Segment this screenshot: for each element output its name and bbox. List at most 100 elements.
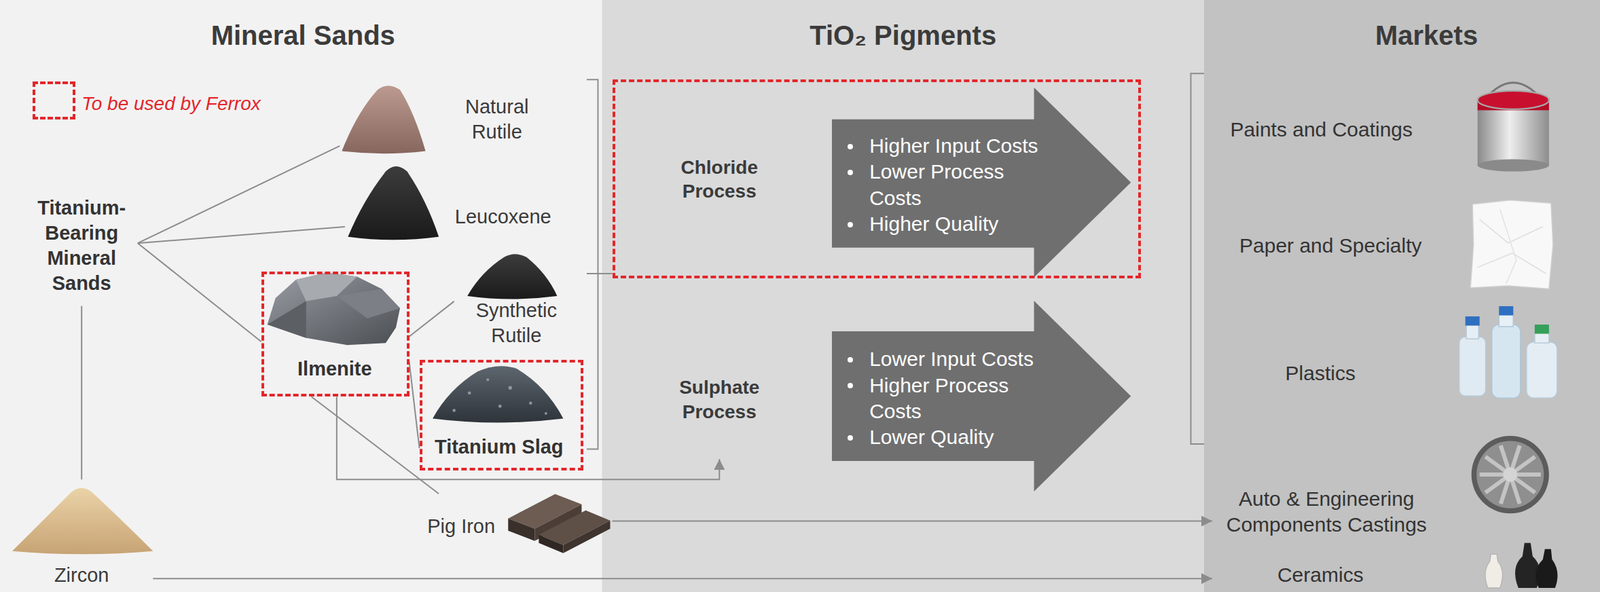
text-slot: Higher Quality [869,211,1053,238]
panel-band: Paints and CoatingsPaper and SpecialtyPl… [1204,0,1600,592]
mineral-node: Natural Rutile [339,81,549,153]
market-label: Auto & Engineering Components Castings [1212,486,1442,539]
mineral-node: Leucoxene [344,162,572,240]
process-box: Higher Input CostsLower Process CostsHig… [612,79,1141,279]
paint-can-part [1477,91,1550,110]
process-arrow: Higher Input CostsLower Process CostsHig… [831,87,1131,278]
process-arrow: Lower Input CostsHigher Process CostsLow… [831,300,1131,492]
market-node: Paper and Specialty [1212,195,1556,292]
paper-sheet [1470,200,1554,290]
plastic-bottles [1459,306,1558,398]
paper-sheet-part [1479,219,1543,244]
text-slot: Ilmenite [268,356,401,382]
text-slot: Pig Iron [422,514,500,540]
process-label: Sulphate Process [664,375,775,425]
connector [80,306,83,480]
mineral-label: Natural Rutile [448,94,546,145]
text-slot: Markets [1242,18,1600,53]
panel-grounds-part [602,0,1205,592]
bracket-lines-part [586,79,599,449]
zircon-pile [12,488,153,555]
mineral-label: Pig Iron [422,514,500,540]
text-slot: Higher Input Costs [869,133,1053,159]
ceramic-vases-part [1485,554,1503,589]
illustration-part-part [1485,457,1535,494]
pig-iron-ingots-part [507,518,535,542]
zircon-pile-part [12,488,153,555]
leucoxene-pile [347,166,439,240]
illustration-part-part [1500,445,1520,504]
pig-iron-ingots [507,494,610,554]
market-node: Auto & Engineering Components Castings [1212,430,1562,539]
connector [137,146,341,244]
paper-sheet-part [1470,200,1554,290]
text-slot: Lower Input Costs [869,346,1053,373]
text-slot: To be used by Ferrox [81,91,261,117]
legend-swatch [32,81,76,120]
text-slot: Ceramics [1206,562,1435,589]
wheel-part [1502,467,1518,483]
connector [336,396,720,480]
panel-heading: Mineral Sands [17,18,589,53]
plastic-bottles-part [1492,324,1521,398]
titanium-slag-pile-part [452,408,456,413]
legend-text: To be used by Ferrox [81,91,261,117]
wheel [1471,435,1550,514]
synthetic-rutile-pile-part [467,253,557,299]
connector [152,577,1213,580]
text-slot: Titanium-Bearing Mineral Sands [32,195,131,297]
mineral-node: Titanium Slag [419,359,585,470]
text-slot: Sulphate Process [664,375,775,425]
bold-label: Titanium-Bearing Mineral Sands [32,195,131,297]
titanium-slag-pile-part [529,402,533,406]
bullet-text: Lower Process Costs [869,158,1053,212]
mineral-label: Zircon [30,562,133,589]
byproduct-node: Pig Iron [422,493,612,557]
process-label: Sulphate Process [663,371,776,460]
bullet-text: Lower Quality [869,424,1053,451]
market-node: Ceramics [1212,540,1562,590]
text-slot: Mineral Sands [17,18,589,53]
panel-band: Higher Input CostsLower Process CostsHig… [602,0,1205,592]
leucoxene-pile-part [347,166,439,240]
text-slot: Titanium Slag [419,434,578,460]
text-slot: Zircon [30,562,133,589]
illustration-part-part [1485,457,1535,494]
text-slot: Natural Rutile [448,94,546,145]
bracket-lines-part [1190,73,1205,445]
bold-label: Ilmenite [268,356,401,382]
panel-heading: TiO₂ Pigments [617,18,1189,53]
plastic-bottles-part [1534,332,1550,343]
bullet-text: Higher Quality [869,211,1053,238]
paint-can-part [1477,159,1550,172]
text-slot: Lower Process Costs [869,158,1053,212]
titanium-slag-pile-part [486,378,489,381]
connector [137,226,345,244]
titanium-slag-pile-part [467,391,472,395]
mineral-node: Synthetic Rutile [454,249,572,350]
titanium-slag-pile-part [432,366,563,423]
panel-heading: Markets [1242,18,1600,53]
plastic-bottles-part [1498,306,1514,316]
synthetic-rutile-pile [467,253,557,299]
text-slot: Paper and Specialty [1216,232,1446,259]
text-slot: Lower Quality [869,424,1053,451]
panel-band: Titanium-Bearing Mineral Sands Natural Ru… [0,0,603,592]
titanium-slag-pile-part [498,404,502,409]
bracket-lines-part [586,273,613,275]
wheel-part [1471,435,1550,514]
plastic-bottles-part [1526,342,1558,399]
mineral-node: Zircon [10,479,153,590]
wheel-part [1476,440,1544,508]
arrow-fill [831,300,1131,492]
market-label: Plastics [1206,360,1435,387]
titanium-slag-pile [432,366,563,423]
text-slot: TiO₂ Pigments [617,18,1189,53]
text-slot: Chloride Process [663,155,776,205]
arrow-fill [831,87,1131,278]
plastic-bottles-part [1465,316,1480,326]
titanium-slag-pile-part [508,386,513,390]
titanium-slag-pile-part [544,412,548,415]
